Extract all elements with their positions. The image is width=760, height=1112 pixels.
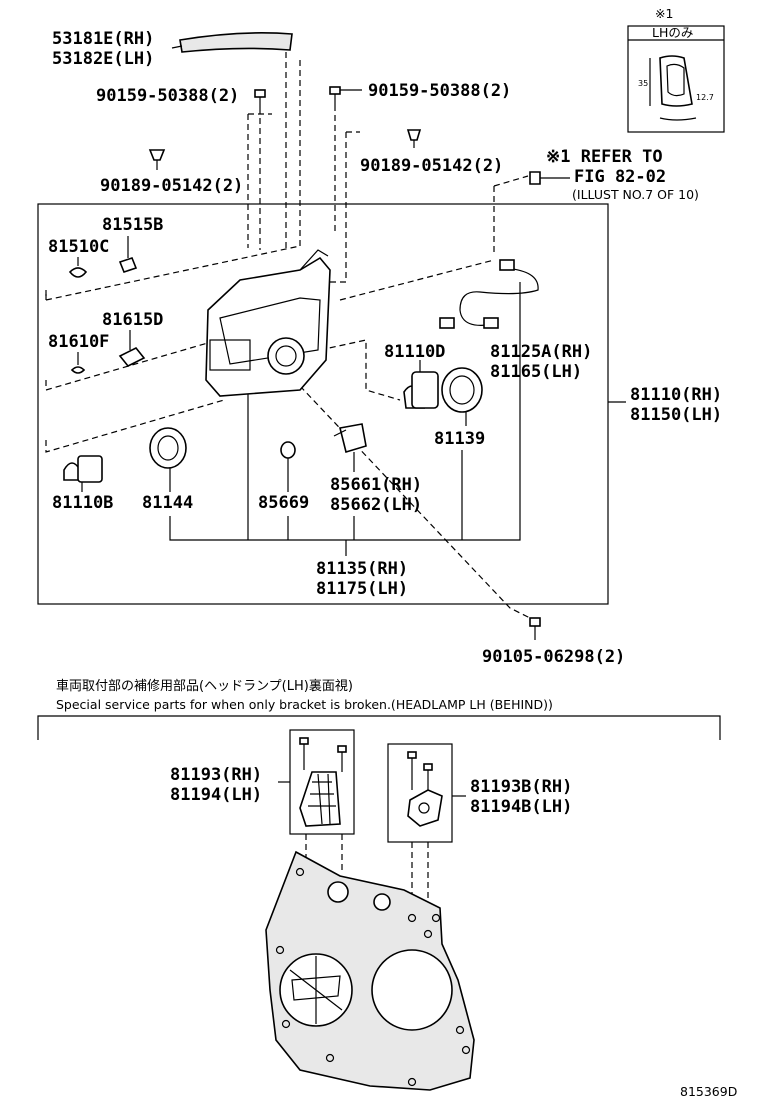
cap-81144 — [149, 427, 187, 469]
bulb-81110B — [63, 455, 103, 483]
label-81193B: 81193B(RH) — [470, 777, 572, 797]
clip-icon — [406, 129, 422, 148]
clip-icon — [148, 149, 166, 170]
screw-icon — [329, 86, 341, 105]
label-90159-left: 90159-50388(2) — [96, 86, 239, 106]
label-81610F: 81610F — [48, 332, 109, 352]
bulb-81110D — [403, 360, 439, 409]
connector-icon — [529, 171, 541, 185]
actuator-85661 — [333, 423, 367, 454]
inset-dim-height: 35 — [638, 79, 648, 88]
label-81125A: 81125A(RH) — [490, 342, 592, 362]
label-85669: 85669 — [258, 493, 309, 513]
socket-81515B — [118, 257, 138, 273]
label-81110D: 81110D — [384, 342, 445, 362]
caption-japanese: 車両取付部の補修用部品(ヘッドランプ(LH)裏面視) — [56, 679, 353, 694]
inset-lh-only: ※1 LHのみ 35 12.7 — [627, 6, 725, 133]
label-81175: 81175(LH) — [316, 579, 408, 599]
headlamp-assembly-box — [37, 203, 609, 605]
headlamp-back-housing — [265, 850, 475, 1091]
refer-note-line2: FIG 82-02 — [574, 167, 666, 187]
label-81193: 81193(RH) — [170, 765, 262, 785]
inset-title: LHのみ — [652, 25, 693, 40]
label-81110: 81110(RH) — [630, 385, 722, 405]
label-53182E: 53182E(LH) — [52, 49, 154, 69]
bracket-81193 — [299, 737, 347, 827]
cap-81139 — [441, 367, 483, 413]
label-81144: 81144 — [142, 493, 193, 513]
label-85661: 85661(RH) — [330, 475, 422, 495]
label-81194B: 81194B(LH) — [470, 797, 572, 817]
bracket-81193-box — [289, 729, 355, 835]
refer-note-line1: ※1 REFER TO — [546, 147, 663, 167]
screw-icon — [529, 617, 541, 640]
headlamp-housing — [205, 249, 331, 397]
label-90105: 90105-06298(2) — [482, 647, 625, 667]
label-90189-left: 90189-05142(2) — [100, 176, 243, 196]
screw-icon — [254, 89, 266, 108]
figure-id: 815369D — [680, 1084, 737, 1099]
label-90159-right: 90159-50388(2) — [368, 81, 511, 101]
bracket-81193B-box — [387, 743, 453, 843]
label-81194: 81194(LH) — [170, 785, 262, 805]
wire-harness-81125A — [439, 259, 539, 329]
label-81515B: 81515B — [102, 215, 163, 235]
label-85662: 85662(LH) — [330, 495, 422, 515]
garnish-part — [179, 32, 293, 53]
label-81135: 81135(RH) — [316, 559, 408, 579]
inset-dim-width: 12.7 — [696, 93, 714, 102]
bracket-81193B — [407, 751, 443, 827]
bulb-81510C — [68, 267, 88, 278]
label-81110B: 81110B — [52, 493, 113, 513]
bulb-81610F — [70, 366, 86, 374]
label-81150: 81150(LH) — [630, 405, 722, 425]
label-53181E: 53181E(RH) — [52, 29, 154, 49]
label-81165: 81165(LH) — [490, 362, 582, 382]
refer-note-line3: (ILLUST NO.7 OF 10) — [572, 187, 699, 202]
label-90189-right: 90189-05142(2) — [360, 156, 503, 176]
label-81615D: 81615D — [102, 310, 163, 330]
caption-english: Special service parts for when only brac… — [56, 697, 553, 712]
inset-mark: ※1 — [655, 6, 673, 21]
ring-85669 — [280, 441, 296, 459]
label-81139: 81139 — [434, 429, 485, 449]
socket-81615D — [118, 346, 146, 368]
label-81510C: 81510C — [48, 237, 109, 257]
